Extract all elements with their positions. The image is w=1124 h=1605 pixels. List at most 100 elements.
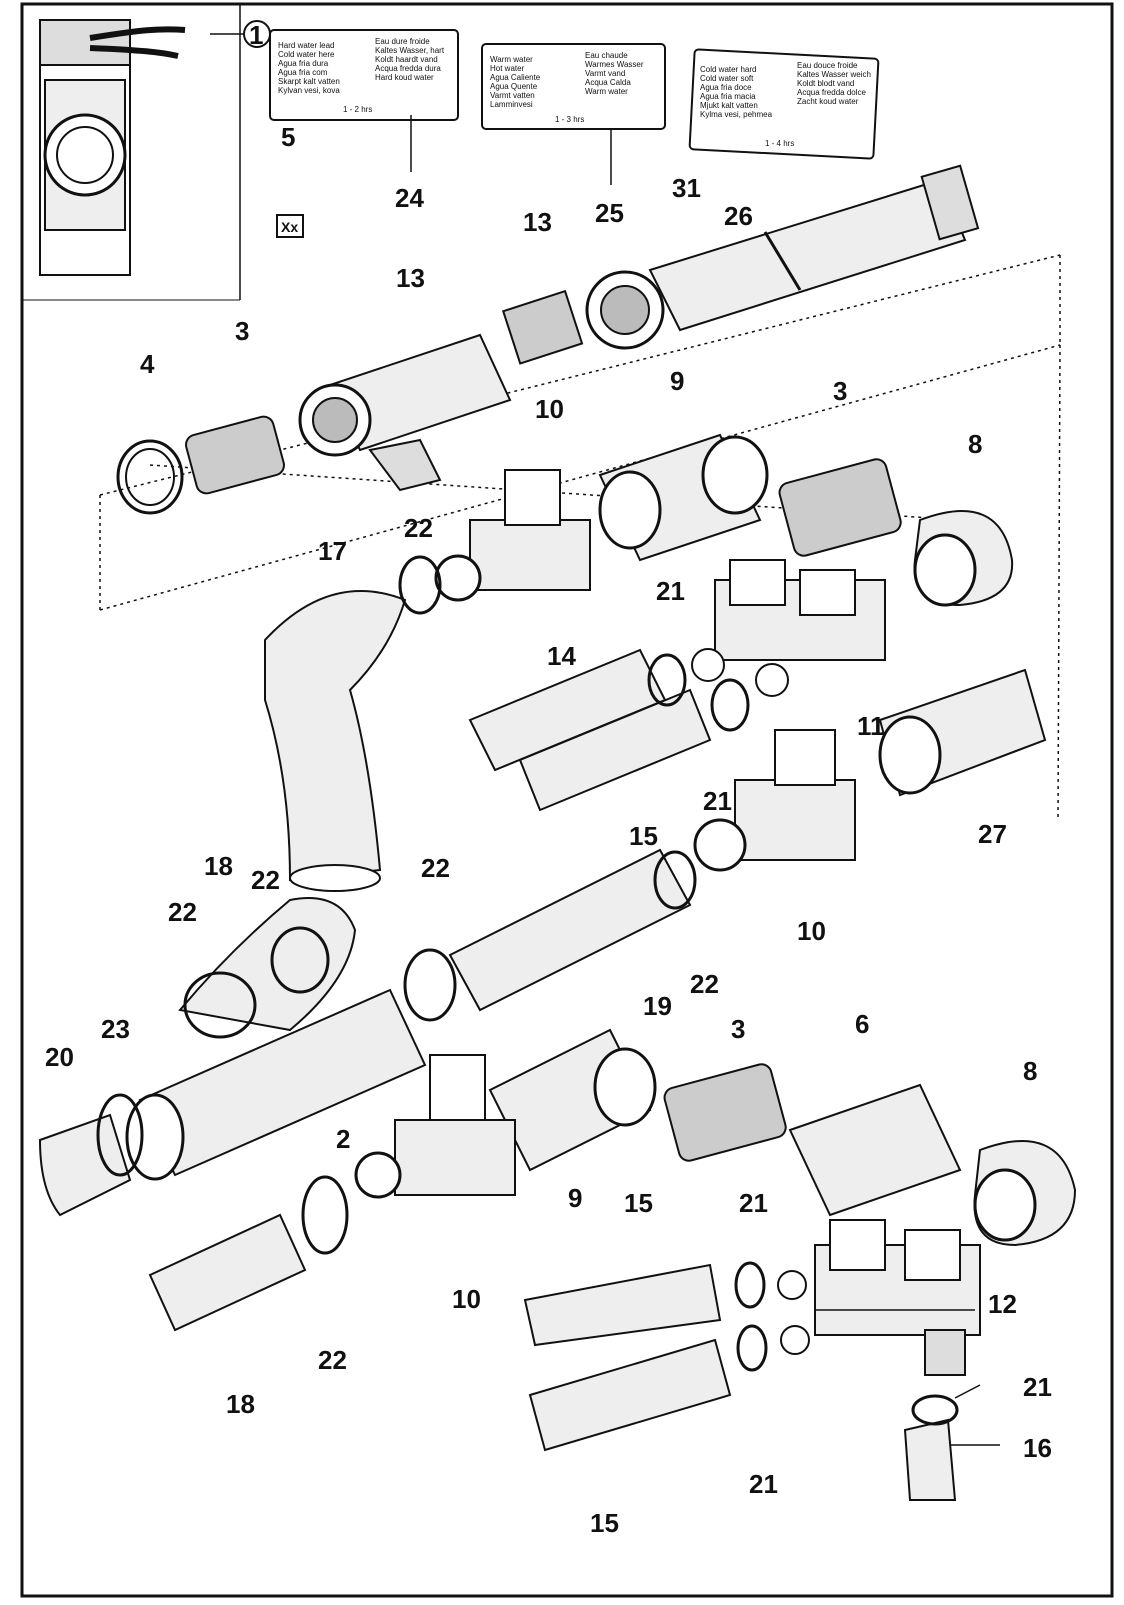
callout-c4: 4 bbox=[140, 349, 155, 379]
valve-10-bottom bbox=[354, 1054, 516, 1199]
plate-0-left-4: Skarpt kalt vatten bbox=[278, 77, 340, 86]
callout-c18b: 18 bbox=[226, 1389, 255, 1419]
plate-1-right-1: Warmes Wasser bbox=[585, 60, 644, 69]
callout-c21b: 21 bbox=[703, 786, 732, 816]
washer-4 bbox=[116, 439, 184, 515]
plate-1-left-4: Varmt vatten bbox=[490, 91, 535, 100]
plate-1-left-5: Lamminvesi bbox=[490, 100, 533, 109]
plate-2-right-0: Eau douce froide bbox=[797, 61, 858, 70]
elbow-8-top bbox=[913, 510, 1014, 607]
leader-lines bbox=[410, 115, 1000, 1446]
plate-2-right-1: Kaltes Wasser weich bbox=[797, 70, 871, 79]
plate-1-right-0: Eau chaude bbox=[585, 51, 628, 60]
callout-c21a: 21 bbox=[656, 576, 685, 606]
plate-2-left-5: Kylma vesi, pehmea bbox=[700, 110, 773, 119]
dual-valve-top bbox=[691, 559, 886, 697]
hose-15-bottom-b bbox=[528, 1338, 732, 1452]
tube-2 bbox=[125, 988, 427, 1181]
callout-c21d: 21 bbox=[749, 1469, 778, 1499]
callout-c22d: 22 bbox=[421, 853, 450, 883]
callout-c10c: 10 bbox=[452, 1284, 481, 1314]
plate-2-left-1: Cold water soft bbox=[700, 74, 754, 83]
plate-2-right-2: Koldt blodt vand bbox=[797, 79, 854, 88]
plate-0-left-0: Hard water lead bbox=[278, 41, 334, 50]
callout-c15c: 15 bbox=[590, 1508, 619, 1538]
callout-c13b: 13 bbox=[396, 263, 425, 293]
plate-0-right-4: Hard koud water bbox=[375, 73, 434, 82]
callout-c6: 6 bbox=[855, 1009, 869, 1039]
plate-2-left-2: Agua fria doce bbox=[700, 83, 752, 92]
plate-1-left-3: Agua Quente bbox=[490, 82, 538, 91]
callout-c15b: 15 bbox=[624, 1188, 653, 1218]
hose-15-bottom-a bbox=[523, 1263, 722, 1347]
callout-c22e: 22 bbox=[690, 969, 719, 999]
nipple-3-top bbox=[185, 415, 285, 495]
hose-18-lower bbox=[148, 1213, 307, 1332]
plate-0-left-3: Agua fria com bbox=[278, 68, 328, 77]
hose-6 bbox=[788, 1083, 962, 1217]
hose-17 bbox=[264, 590, 407, 892]
callout-c22b: 22 bbox=[251, 865, 280, 895]
callout-c22c: 22 bbox=[168, 897, 197, 927]
callout-c21e: 21 bbox=[1023, 1372, 1052, 1402]
callout-c2: 2 bbox=[336, 1124, 350, 1154]
dotted-guides bbox=[99, 254, 1061, 821]
adapter-27 bbox=[878, 668, 1047, 797]
tee-9-top bbox=[598, 433, 769, 562]
nut-31 bbox=[585, 270, 665, 350]
plate-1-footer: 1 - 3 hrs bbox=[555, 115, 584, 124]
callout-c5: 5 bbox=[281, 122, 295, 152]
callout-c8a: 8 bbox=[968, 429, 982, 459]
callout-c11: 11 bbox=[857, 711, 885, 741]
plate-0-right-1: Kaltes Wasser, hart bbox=[375, 46, 445, 55]
valve-10-mid bbox=[693, 729, 856, 872]
symbol-5-box bbox=[276, 214, 304, 238]
callout-c22f: 22 bbox=[318, 1345, 347, 1375]
rating-plates bbox=[269, 29, 880, 160]
hose-19 bbox=[448, 848, 692, 1012]
callout-c17: 17 bbox=[318, 536, 347, 566]
callout-labels: 1233345688991010101112131314151515161718… bbox=[45, 20, 1052, 1538]
nipple-3-mid bbox=[778, 458, 902, 557]
callout-c22a: 22 bbox=[404, 513, 433, 543]
callout-c10a: 10 bbox=[535, 394, 564, 424]
hose-16 bbox=[903, 1418, 957, 1501]
plate-1-right-4: Warm water bbox=[585, 87, 628, 96]
plate-0-left-5: Kylvan vesi, kova bbox=[278, 86, 340, 95]
hose-26 bbox=[648, 164, 980, 332]
plate-2-left-0: Cold water hard bbox=[700, 65, 756, 74]
plate-2-right-3: Acqua fredda dolce bbox=[797, 88, 866, 97]
hose-15-top bbox=[518, 688, 712, 812]
valve-10-top bbox=[434, 469, 591, 602]
plate-24 bbox=[269, 29, 459, 121]
plate-25 bbox=[481, 43, 666, 130]
machine-inset bbox=[22, 4, 245, 301]
page-border bbox=[20, 2, 1114, 1598]
plate-1-left-1: Hot water bbox=[490, 64, 525, 73]
tee-9-bottom bbox=[488, 1028, 657, 1172]
callout-c25: 25 bbox=[595, 198, 624, 228]
callout-c3a: 3 bbox=[235, 316, 249, 346]
callout-c9a: 9 bbox=[670, 366, 684, 396]
plate-26 bbox=[688, 48, 880, 160]
callout-c12: 12 bbox=[988, 1289, 1017, 1319]
callout-c21c: 21 bbox=[739, 1188, 768, 1218]
plate-2-footer: 1 - 4 hrs bbox=[765, 139, 794, 148]
plate-2-left-4: Mjukt kalt vatten bbox=[700, 101, 758, 110]
callout-c27: 27 bbox=[978, 819, 1007, 849]
dual-valve-12 bbox=[777, 1219, 981, 1376]
callout-c1: 1 bbox=[249, 20, 263, 50]
callout-c24: 24 bbox=[395, 183, 424, 213]
plate-1-left-0: Warm water bbox=[490, 55, 533, 64]
callout-c14: 14 bbox=[547, 641, 576, 671]
plate-2-left-3: Agua fria macia bbox=[700, 92, 756, 101]
plate-0-left-2: Agua fria dura bbox=[278, 59, 329, 68]
callout-c9b: 9 bbox=[568, 1183, 582, 1213]
callout-c15a: 15 bbox=[629, 821, 658, 851]
elbow-8-bottom bbox=[973, 1140, 1077, 1247]
callout-c13a: 13 bbox=[523, 207, 552, 237]
callout-c18a: 18 bbox=[204, 851, 233, 881]
hose-clamps bbox=[96, 555, 959, 1426]
hose-20 bbox=[38, 1113, 132, 1217]
